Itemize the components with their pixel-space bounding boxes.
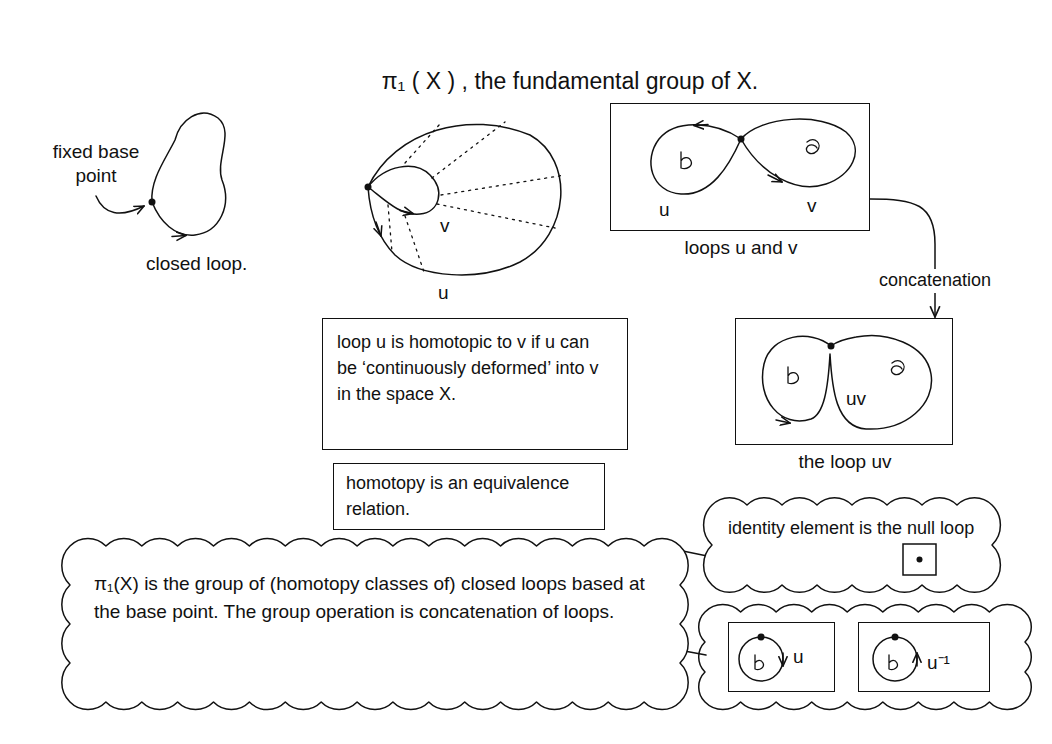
hole-mark xyxy=(891,361,904,375)
dotted-line xyxy=(405,216,425,275)
loop-figure xyxy=(736,319,951,443)
inverse-cloud xyxy=(699,605,1032,710)
loop-name: u xyxy=(438,281,449,305)
base-point xyxy=(758,634,765,641)
loop-name: u xyxy=(659,200,670,221)
loop-arrow xyxy=(776,420,790,423)
loop-u xyxy=(368,124,561,274)
dotted-line xyxy=(432,122,505,178)
identity-cloud: identity element is the null loop xyxy=(702,495,1002,595)
base-point-label: fixed base point xyxy=(44,140,148,188)
loop-figure xyxy=(729,623,833,690)
homotopy-figure xyxy=(365,122,566,275)
hole-mark xyxy=(889,655,897,670)
loop-arrow xyxy=(376,222,381,236)
loop-name: v xyxy=(807,196,817,217)
box-text: homotopy is an equivalence relation. xyxy=(346,470,592,522)
loop-circle xyxy=(739,637,783,681)
loop-name: u⁻¹ xyxy=(927,653,950,674)
base-point xyxy=(892,634,899,641)
hole-mark xyxy=(681,152,691,169)
deformation-lines xyxy=(388,122,565,275)
hole-mark xyxy=(806,140,819,154)
loop-v xyxy=(741,119,855,186)
inverse-loop-box: u⁻¹ xyxy=(858,622,990,692)
loop-label: closed loop. xyxy=(146,252,247,276)
connector-label: concatenation xyxy=(875,269,995,293)
cloud-shape xyxy=(699,605,1032,710)
dotted-line xyxy=(388,205,392,252)
concatenated-frame: uvthe loop uv xyxy=(735,318,953,445)
loops-frame: uvloops u and v xyxy=(610,103,870,231)
cloud-text: identity element is the null loop xyxy=(728,515,976,541)
loop-circle xyxy=(873,637,917,681)
null-loop-box xyxy=(902,543,938,577)
loop-arrow xyxy=(916,653,918,666)
loop-figure-strokes xyxy=(739,634,783,682)
loop-figure xyxy=(859,623,988,690)
dotted-line xyxy=(441,175,565,195)
cloud-shape xyxy=(702,495,1002,595)
closed-loop xyxy=(152,113,226,235)
frame-caption: the loop uv xyxy=(696,452,994,473)
dotted-line xyxy=(405,124,440,163)
loop-name: u xyxy=(793,647,804,668)
hole-mark xyxy=(788,367,798,384)
definition-cloud: π₁(X) is the group of (homotopy classes … xyxy=(60,536,690,712)
loop-figure-strokes xyxy=(762,336,931,430)
box-text: loop u is homotopic to v if u can be ‘co… xyxy=(337,329,613,407)
loop-name: v xyxy=(440,214,450,238)
pointer-arrow xyxy=(96,196,144,213)
loop-uv xyxy=(762,336,931,430)
loop-figure xyxy=(611,104,868,229)
loop-arrow xyxy=(400,211,413,214)
loop-arrow xyxy=(768,175,782,182)
cloud-text: π₁(X) is the group of (homotopy classes … xyxy=(94,570,656,625)
definition-box: loop u is homotopic to v if u can be ‘co… xyxy=(322,318,628,450)
cloud-shape-outline xyxy=(704,498,1001,593)
null-loop-point xyxy=(917,557,923,563)
loop-figure-strokes xyxy=(873,634,917,682)
base-point xyxy=(365,184,372,191)
null-loop-frame xyxy=(903,544,936,575)
dotted-line xyxy=(437,204,555,228)
loop-v xyxy=(368,166,439,214)
diagram-title: π₁ ( X ) , the fundamental group of X. xyxy=(290,68,850,95)
loop-u xyxy=(651,125,741,194)
loop-name: uv xyxy=(846,389,866,410)
cloud-shape-outline xyxy=(62,538,688,709)
loop-arrow xyxy=(694,125,708,126)
hole-mark xyxy=(755,655,763,670)
base-point xyxy=(738,136,745,143)
cloud-shape xyxy=(60,536,690,712)
base-point xyxy=(828,343,835,350)
loop-arrow xyxy=(172,236,186,237)
frame-caption: loops u and v xyxy=(571,238,911,259)
connector xyxy=(870,199,935,317)
loop-box: u xyxy=(728,622,835,692)
loop-arrow xyxy=(782,653,784,666)
base-point xyxy=(149,199,156,206)
note-box: homotopy is an equivalence relation. xyxy=(333,463,605,530)
loop-figure-strokes xyxy=(651,119,855,194)
